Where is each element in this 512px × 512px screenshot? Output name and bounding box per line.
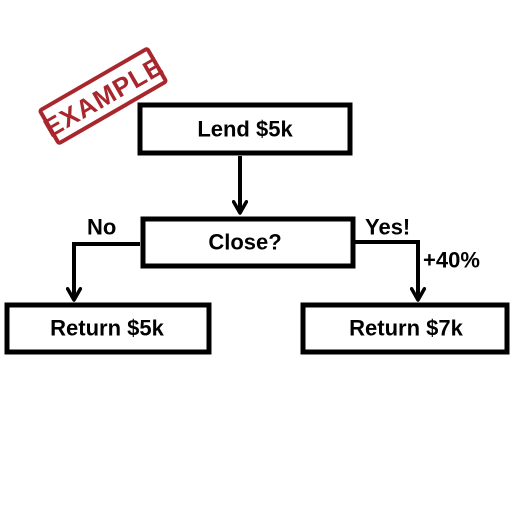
node-lend-label: Lend $5k (197, 117, 293, 142)
stamp-frame (38, 47, 168, 145)
node-decision: Close? (140, 216, 356, 269)
edge-annotation-percent: +40% (423, 248, 480, 273)
node-lend-box (137, 102, 353, 156)
edge-label-yes: Yes! (365, 215, 410, 240)
node-lend: Lend $5k (137, 102, 353, 156)
node-return-yes-label: Return $7k (349, 316, 463, 341)
node-return-no: Return $5k (4, 302, 212, 355)
edge-yes-branch (353, 240, 418, 300)
edge-no-branch (74, 242, 140, 300)
node-return-no-label: Return $5k (50, 316, 164, 341)
edge-label-no: No (87, 215, 116, 240)
node-return-yes: Return $7k (300, 302, 510, 355)
node-return-yes-box (300, 302, 510, 355)
node-return-no-box (4, 302, 212, 355)
edges (74, 156, 418, 300)
node-decision-label: Close? (208, 230, 281, 255)
node-decision-box (140, 216, 356, 269)
